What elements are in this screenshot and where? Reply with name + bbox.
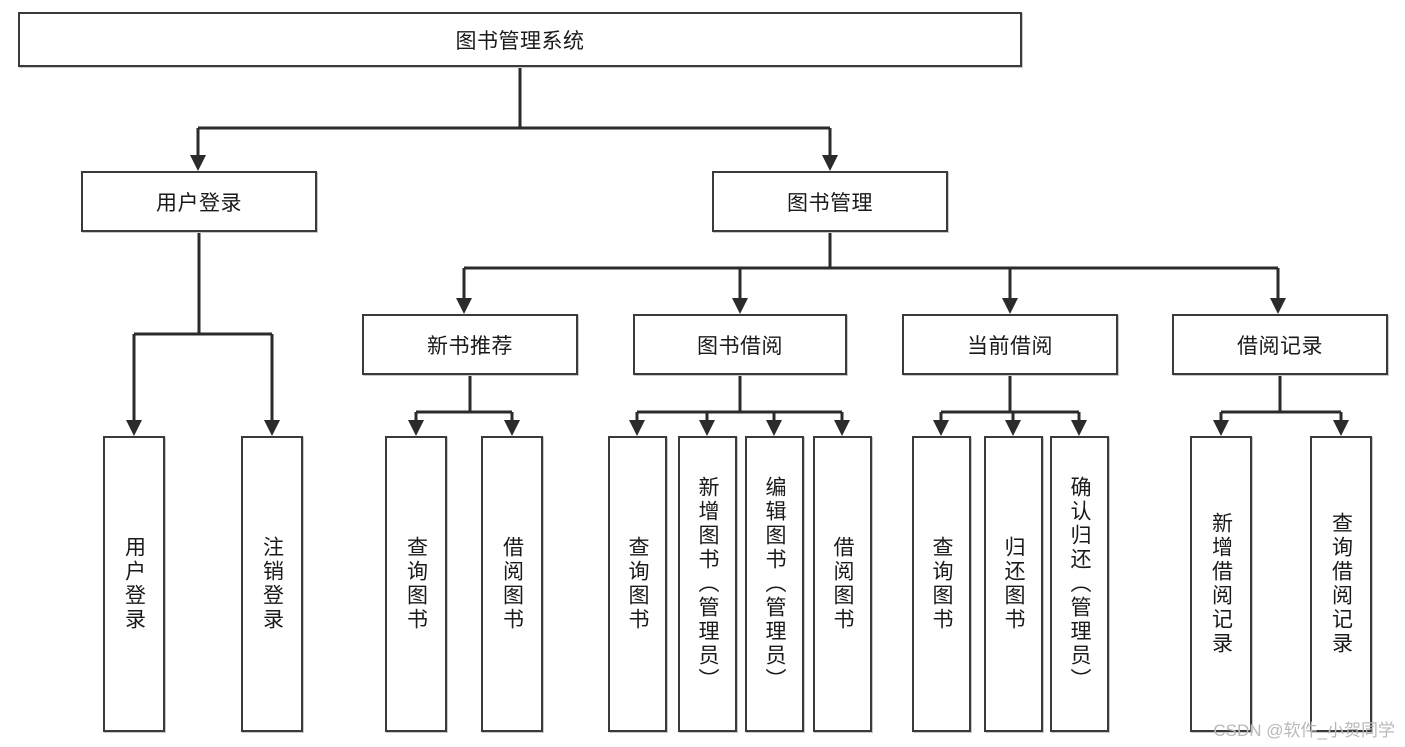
- node-new-book-recommend[interactable]: 新书推荐: [362, 314, 578, 375]
- arrowhead-icon: [766, 420, 782, 436]
- node-label: 查询图书: [626, 536, 649, 632]
- arrowhead-icon: [732, 298, 748, 314]
- node-label: 归还图书: [1002, 536, 1025, 632]
- arrowhead-icon: [264, 420, 280, 436]
- node-leaf-query-book-current[interactable]: 查询图书: [912, 436, 971, 732]
- node-borrow-record[interactable]: 借阅记录: [1172, 314, 1388, 375]
- node-label: 查询借阅记录: [1329, 512, 1353, 656]
- arrowhead-icon: [1005, 420, 1021, 436]
- node-label: 注销登录: [260, 536, 284, 632]
- watermark-text: CSDN @软件_小贺同学: [1213, 721, 1395, 740]
- arrowhead-icon: [408, 420, 424, 436]
- node-label: 借阅记录: [1237, 334, 1323, 358]
- node-leaf-query-borrow-record[interactable]: 查询借阅记录: [1310, 436, 1372, 732]
- node-label: 编辑图书（管理员）: [763, 476, 786, 692]
- node-book-borrow[interactable]: 图书借阅: [633, 314, 847, 375]
- node-leaf-borrow-book[interactable]: 借阅图书: [813, 436, 872, 732]
- arrowhead-icon: [822, 155, 838, 171]
- node-label: 新书推荐: [427, 334, 513, 358]
- arrowhead-icon: [834, 420, 850, 436]
- node-label: 查询图书: [404, 536, 428, 632]
- node-leaf-logout[interactable]: 注销登录: [241, 436, 303, 732]
- node-book-management[interactable]: 图书管理: [712, 171, 948, 232]
- node-label: 当前借阅: [967, 334, 1053, 358]
- node-label: 借阅图书: [500, 536, 524, 632]
- arrowhead-icon: [504, 420, 520, 436]
- node-label: 图书管理: [787, 191, 873, 215]
- arrowhead-icon: [933, 420, 949, 436]
- node-leaf-add-borrow-record[interactable]: 新增借阅记录: [1190, 436, 1252, 732]
- node-leaf-confirm-return-admin[interactable]: 确认归还（管理员）: [1050, 436, 1109, 732]
- node-leaf-query-book-borrow[interactable]: 查询图书: [608, 436, 667, 732]
- arrowhead-icon: [126, 420, 142, 436]
- node-label: 确认归还（管理员）: [1068, 476, 1091, 692]
- arrowhead-icon: [1071, 420, 1087, 436]
- arrowhead-icon: [1213, 420, 1229, 436]
- node-current-borrow[interactable]: 当前借阅: [902, 314, 1118, 375]
- arrowhead-icon: [699, 420, 715, 436]
- arrowhead-icon: [629, 420, 645, 436]
- node-label: 借阅图书: [831, 536, 854, 632]
- node-label: 用户登录: [122, 536, 146, 632]
- node-root-system[interactable]: 图书管理系统: [18, 12, 1022, 67]
- node-label: 图书借阅: [697, 334, 783, 358]
- arrowhead-icon: [1270, 298, 1286, 314]
- arrowhead-icon: [190, 155, 206, 171]
- node-leaf-return-book[interactable]: 归还图书: [984, 436, 1043, 732]
- node-leaf-user-login[interactable]: 用户登录: [103, 436, 165, 732]
- arrowhead-icon: [1002, 298, 1018, 314]
- node-leaf-edit-book-admin[interactable]: 编辑图书（管理员）: [745, 436, 804, 732]
- node-label: 新增图书（管理员）: [696, 476, 719, 692]
- arrowhead-icon: [456, 298, 472, 314]
- node-label: 图书管理系统: [455, 29, 585, 53]
- node-label: 新增借阅记录: [1209, 512, 1233, 656]
- node-user-login[interactable]: 用户登录: [81, 171, 317, 232]
- node-leaf-add-book-admin[interactable]: 新增图书（管理员）: [678, 436, 737, 732]
- node-leaf-query-book-recommend[interactable]: 查询图书: [385, 436, 447, 732]
- node-label: 查询图书: [930, 536, 953, 632]
- node-label: 用户登录: [156, 191, 242, 215]
- node-leaf-borrow-book-recommend[interactable]: 借阅图书: [481, 436, 543, 732]
- arrowhead-icon: [1333, 420, 1349, 436]
